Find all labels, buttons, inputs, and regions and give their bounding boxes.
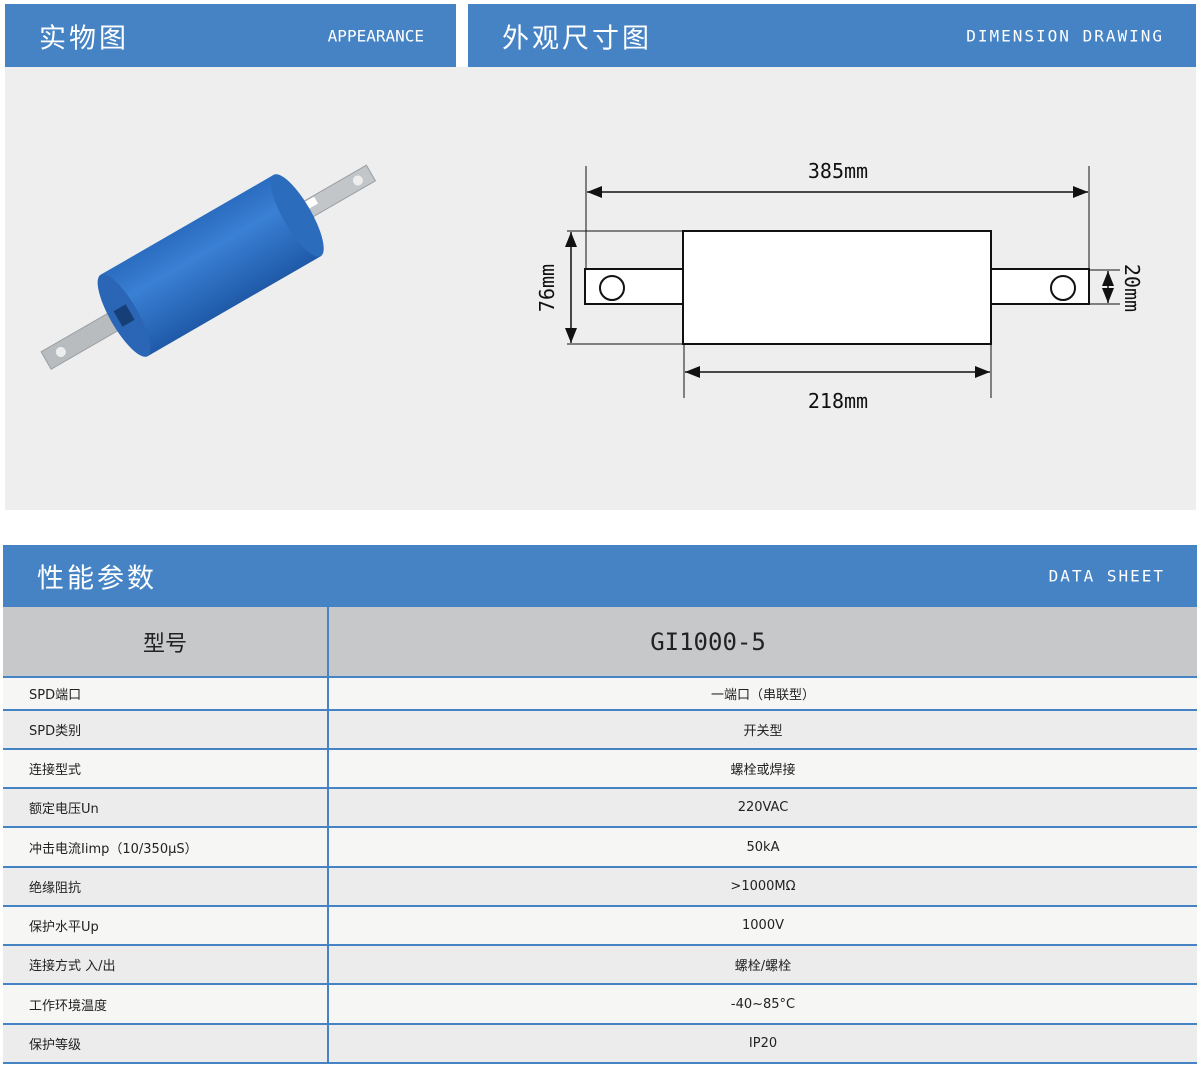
row-label: SPD类别	[3, 711, 329, 748]
row-value: 一端口（串联型）	[710, 688, 815, 703]
table-row: SPD类别 开关型	[3, 711, 1197, 750]
dimension-subtitle: DIMENSION DRAWING	[966, 26, 1164, 45]
row-value: 开关型	[743, 724, 783, 739]
dimension-title: 外观尺寸图	[502, 23, 652, 54]
row-value: 螺栓/螺栓	[734, 959, 792, 974]
row-label: SPD端口	[3, 678, 329, 709]
body-diameter-label: 76mm	[535, 264, 559, 312]
datasheet-title: 性能参数	[37, 563, 157, 595]
spec-table: 型号 GI1000-5 SPD端口 一端口（串联型） SPD类别 开关型连接型式 螺栓或…	[3, 607, 1197, 1064]
row-label: 工作环境温度	[3, 985, 329, 1023]
model-label: 型号	[3, 607, 329, 676]
appearance-header: 实物图 APPEARANCE	[5, 4, 456, 67]
body-length-label: 218mm	[808, 389, 868, 413]
appearance-subtitle: APPEARANCE	[327, 26, 424, 45]
table-row: 绝缘阻抗 >1000MΩ	[3, 868, 1197, 907]
table-row: 保护水平Up 1000V	[3, 907, 1197, 946]
body-outline	[682, 230, 992, 345]
row-label: 额定电压Un	[3, 789, 329, 826]
dimension-drawing: 385mm 218mm 76mm 20mm	[535, 159, 1144, 413]
appearance-title: 实物图	[39, 23, 129, 54]
product-photo	[40, 164, 377, 370]
left-tab-outline	[584, 268, 684, 305]
row-value: 50kA	[746, 839, 780, 855]
table-header-row: 型号 GI1000-5	[3, 607, 1197, 678]
table-row: 连接型式 螺栓或焊接	[3, 750, 1197, 789]
terminal-width-label: 20mm	[1120, 264, 1144, 312]
row-label: 连接型式	[3, 750, 329, 787]
table-row: 额定电压Un 220VAC	[3, 789, 1197, 828]
datasheet-subtitle: DATA SHEET	[1048, 566, 1165, 586]
row-value: >1000MΩ	[730, 879, 796, 894]
table-row: 保护等级 IP20	[3, 1025, 1197, 1064]
row-value: 220VAC	[737, 800, 789, 815]
table-row: SPD端口 一端口（串联型）	[3, 678, 1197, 711]
row-label: 保护等级	[3, 1025, 329, 1062]
table-row: 冲击电流Iimp（10/350μS） 50kA	[3, 828, 1197, 868]
row-label: 绝缘阻抗	[3, 868, 329, 905]
datasheet-header: 性能参数 DATA SHEET	[3, 545, 1197, 607]
total-length-label: 385mm	[808, 159, 868, 183]
dimension-header: 外观尺寸图 DIMENSION DRAWING	[468, 4, 1196, 67]
row-value: -40~85°C	[730, 996, 796, 1012]
row-label: 连接方式 入/出	[3, 946, 329, 983]
table-row: 工作环境温度 -40~85°C	[3, 985, 1197, 1025]
model-value: GI1000-5	[650, 627, 766, 656]
row-value: 螺栓或焊接	[730, 763, 796, 778]
cylinder-body	[100, 174, 321, 357]
table-row: 连接方式 入/出 螺栓/螺栓	[3, 946, 1197, 985]
row-value: 1000V	[742, 918, 784, 933]
row-value: IP20	[748, 1036, 778, 1051]
row-label: 保护水平Up	[3, 907, 329, 944]
row-label: 冲击电流Iimp（10/350μS）	[3, 828, 329, 866]
right-tab-outline	[990, 268, 1090, 305]
